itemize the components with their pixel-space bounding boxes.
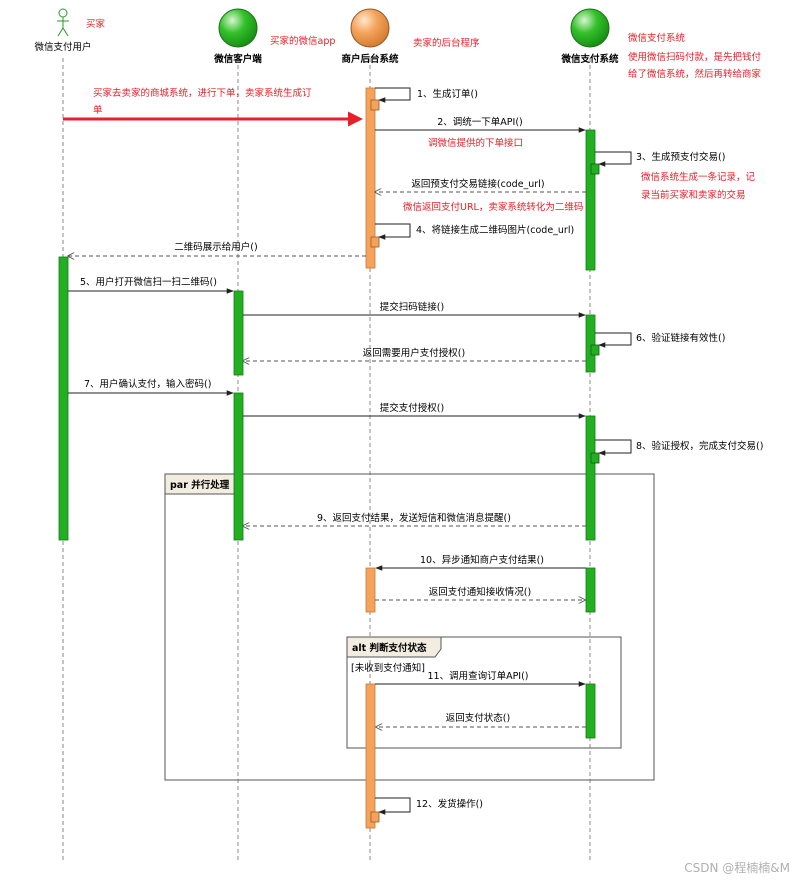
- msg-11-label: 11、调用查询订单API(): [427, 670, 528, 682]
- note-seller-backend: 卖家的后台程序: [413, 37, 480, 49]
- activation-merchant-3: [365, 683, 376, 829]
- activation-wxpay-1-nested: [590, 163, 600, 175]
- msg-10-return-label: 返回支付通知接收情况(): [429, 586, 531, 598]
- participant-client-label: 微信客户端: [213, 53, 262, 65]
- msg-10-label: 10、异步通知商户支付结果(): [420, 554, 544, 566]
- msg-3-label: 3、生成预支付交易(): [636, 151, 725, 163]
- msg-4-arrow: [375, 223, 411, 240]
- activation-wxpay-4: [585, 567, 596, 613]
- msg-2-label: 2、调统一下单API(): [437, 116, 523, 128]
- msg-12-arrow: [375, 797, 411, 815]
- activation-merchant-1: [365, 87, 376, 269]
- activation-wxpay-5: [585, 683, 596, 739]
- note-buyer: 买家: [86, 18, 106, 30]
- msg-7-label: 7、用户确认支付，输入密码(): [84, 378, 211, 390]
- par-frame: par 并行处理: [164, 473, 655, 781]
- alt-frame-label: alt 判断支付状态: [352, 642, 427, 654]
- participant-user: 微信支付用户: [34, 8, 92, 53]
- watermark: CSDN @程楠楠&M: [684, 860, 790, 875]
- wxpay-entity-icon: [570, 8, 610, 48]
- merchant-entity-icon: [350, 8, 390, 48]
- participant-wxpay-label: 微信支付系统: [560, 53, 619, 65]
- activation-merchant-1-nested: [370, 99, 380, 111]
- msg-11-return-label: 返回支付状态(): [446, 712, 510, 724]
- alt-frame: alt 判断支付状态 [未收到支付通知]: [346, 636, 622, 749]
- msg-6-arrow: [595, 332, 632, 348]
- activation-user: [58, 256, 69, 541]
- msg-7a-label: 提交支付授权(): [380, 402, 444, 414]
- msg-6-label: 6、验证链接有效性(): [636, 332, 725, 344]
- participant-merchant-label: 商户后台系统: [341, 53, 399, 65]
- participant-user-label: 微信支付用户: [34, 41, 91, 53]
- note-wxpay-desc-2: 给了微信系统，然后再转给商家: [628, 68, 762, 80]
- participant-merchant: 商户后台系统: [341, 8, 399, 65]
- activation-wxpay-3-nested: [590, 452, 600, 464]
- alt-frame-guard: [未收到支付通知]: [351, 662, 425, 674]
- activation-wxpay-3: [585, 415, 596, 541]
- note-return-url: 微信返回支付URL，卖家系统转化为二维码: [403, 201, 583, 213]
- note-record-2: 录当前买家和卖家的交易: [641, 189, 746, 201]
- msg-3-return-label: 返回预支付交易链接(code_url): [411, 178, 544, 190]
- msg-4-return-label: 二维码展示给用户(): [174, 241, 257, 253]
- msg-1-label: 1、生成订单(): [417, 88, 478, 100]
- participant-client: 微信客户端: [213, 8, 262, 65]
- msg-9-label: 9、返回支付结果，发送短信和微信消息提醒(): [317, 512, 511, 524]
- note-record-1: 微信系统生成一条记录，记: [641, 171, 756, 183]
- msg-5a-label: 提交扫码链接(): [380, 301, 444, 313]
- activation-wxpay-1: [585, 129, 596, 271]
- actor-stick-figure-icon: [57, 8, 69, 37]
- activation-client-1: [233, 290, 244, 376]
- msg-8-label: 8、验证授权，完成支付交易(): [636, 440, 763, 452]
- msg-1-arrow: [375, 87, 411, 103]
- msg-8-arrow: [595, 439, 632, 456]
- activation-merchant-4-nested: [370, 236, 380, 248]
- msg-3-arrow: [595, 151, 632, 167]
- note-wxpay-desc-1: 使用微信扫码付款，是先把钱付: [628, 51, 762, 63]
- note-order-2: 单: [93, 104, 103, 116]
- note-wxpay-title: 微信支付系统: [628, 32, 686, 44]
- activation-wxpay-2-nested: [590, 344, 600, 356]
- note-order-1: 买家去卖家的商城系统，进行下单，卖家系统生成订: [93, 87, 312, 99]
- msg-6-return-label: 返回需要用户支付授权(): [363, 347, 465, 359]
- msg-5-label: 5、用户打开微信扫一扫二维码(): [80, 276, 217, 288]
- activation-merchant-3-nested: [370, 811, 380, 823]
- activation-client-2: [233, 392, 244, 541]
- note-buyer-app: 买家的微信app: [270, 35, 335, 47]
- par-frame-label: par 并行处理: [170, 479, 230, 491]
- activation-merchant-2: [365, 567, 376, 613]
- activation-wxpay-2: [585, 314, 596, 373]
- note-call-api: 调微信提供的下单接口: [428, 137, 523, 149]
- client-entity-icon: [218, 8, 258, 48]
- msg-12-label: 12、发货操作(): [416, 798, 483, 810]
- participant-wxpay: 微信支付系统: [560, 8, 619, 65]
- msg-4-label: 4、将链接生成二维码图片(code_url): [416, 224, 574, 236]
